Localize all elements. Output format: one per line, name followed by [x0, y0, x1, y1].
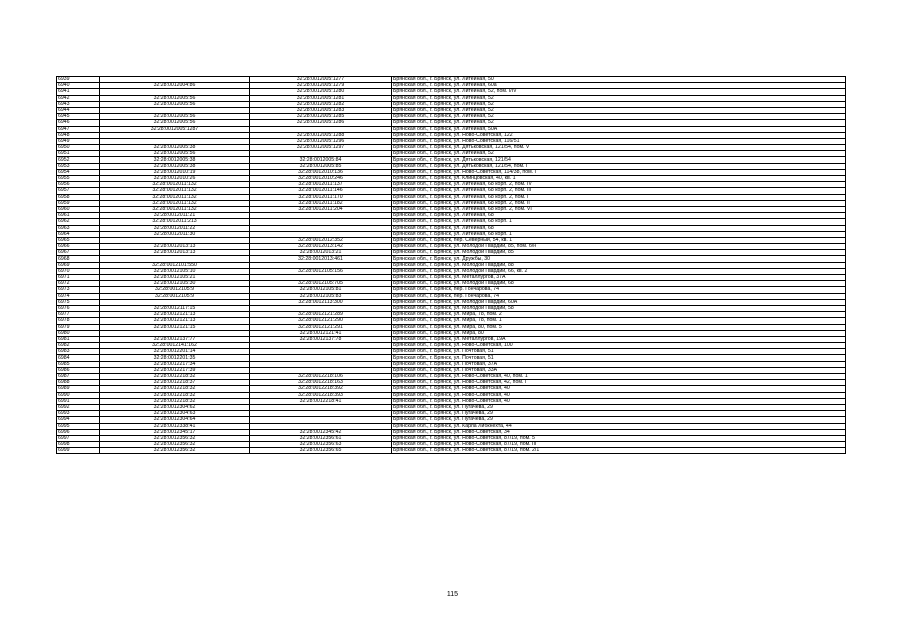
page-number: 115 — [446, 591, 459, 598]
parcel-number-cell: 32:28:0012356:32 — [99, 447, 250, 455]
object-number-cell: 32:28:0012356:65 — [249, 447, 392, 455]
address-cell: Брянская обл., г. Брянск, ул. Ново-Совет… — [391, 447, 846, 455]
row-number-cell: 6999 — [56, 447, 100, 455]
